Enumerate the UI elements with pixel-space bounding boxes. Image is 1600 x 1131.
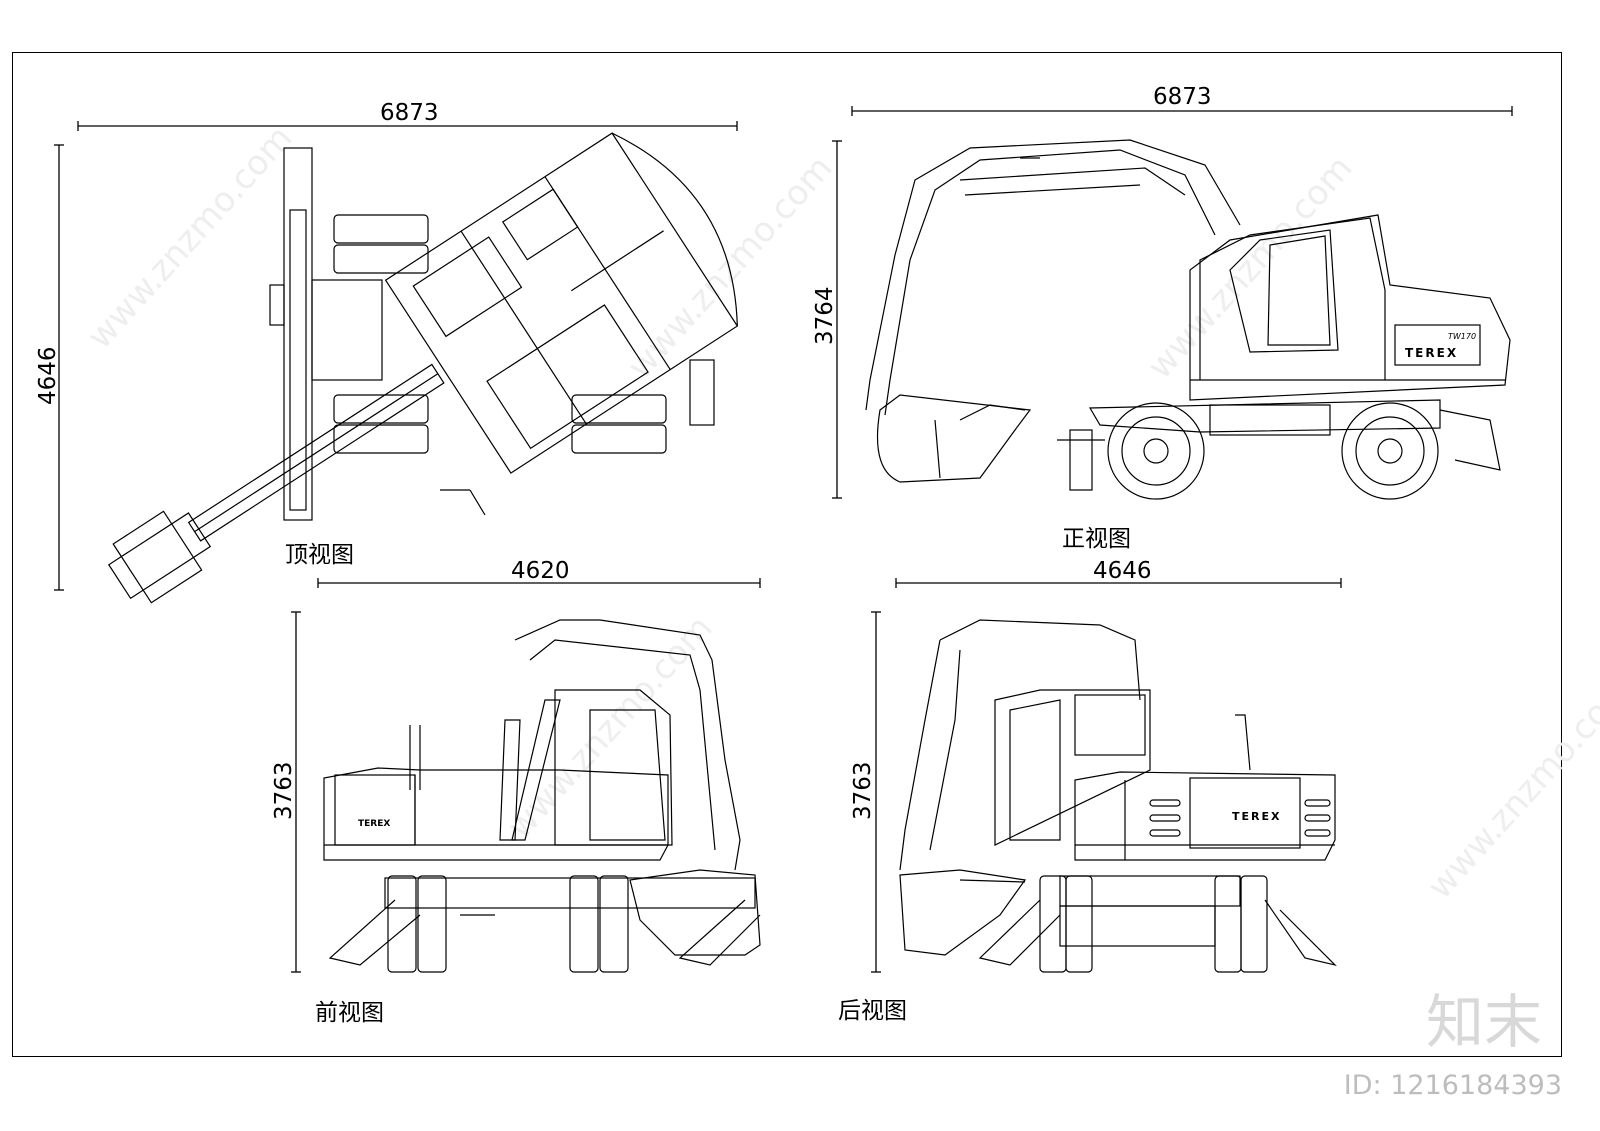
front-view-label: 前视图 [315, 1000, 384, 1026]
side-view-width-dimension: 6873 [1153, 84, 1212, 110]
front-brand-text: TEREX [358, 819, 390, 829]
front-view-excavator [323, 619, 761, 973]
side-brand-text: TEREX [1405, 346, 1458, 360]
side-view-height-dimension: 3764 [812, 286, 838, 345]
watermark-logo: 知末 [1425, 988, 1542, 1056]
rear-brand-text: TEREX [1232, 810, 1281, 823]
top-view-width-dimension: 6873 [380, 100, 439, 126]
front-view-height-dimension: 3763 [271, 761, 297, 820]
side-view-dimension-lines [832, 106, 1513, 499]
top-view-dimension-lines [54, 121, 738, 591]
top-view-excavator [107, 132, 739, 604]
front-view-width-dimension: 4620 [511, 558, 570, 584]
drawing-frame [12, 52, 1562, 1057]
side-view-label: 正视图 [1062, 526, 1131, 552]
rear-view-dimension-lines [871, 578, 1342, 973]
rear-view-width-dimension: 4646 [1093, 558, 1152, 584]
rear-view-label: 后视图 [838, 998, 907, 1024]
top-view-label: 顶视图 [285, 542, 354, 568]
side-model-text: TW170 [1448, 332, 1476, 341]
side-view-excavator [865, 139, 1511, 500]
top-view-height-dimension: 4646 [35, 346, 61, 405]
rear-view-excavator [899, 619, 1337, 973]
watermark-id: ID: 1216184393 [1343, 1070, 1562, 1101]
rear-view-height-dimension: 3763 [850, 761, 876, 820]
front-view-dimension-lines [291, 578, 761, 973]
